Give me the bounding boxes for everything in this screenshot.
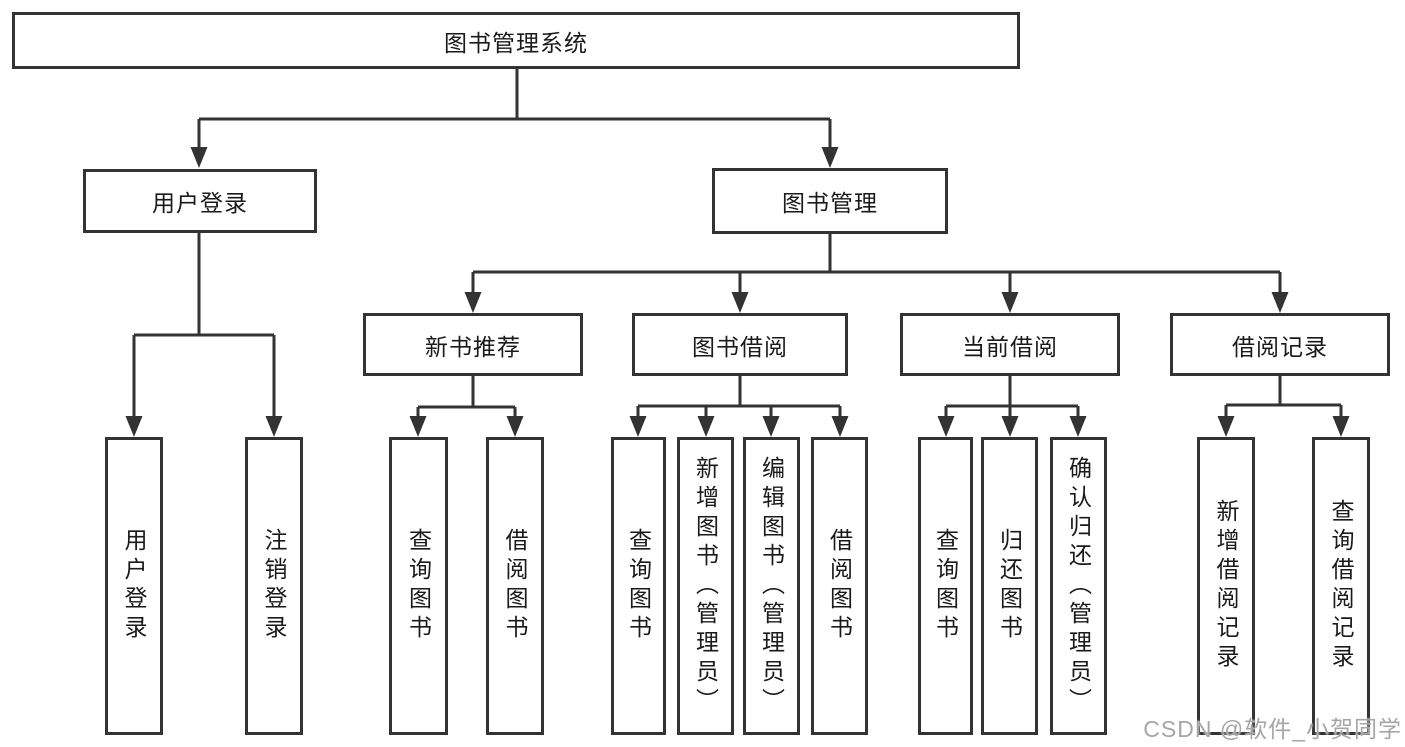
node-book-borrow: 图书借阅 xyxy=(632,313,848,376)
leaf-add-borrow-record: 新增借阅记录 xyxy=(1197,437,1255,735)
connector-userlogin-leaves xyxy=(132,233,276,424)
connector-records-leaves xyxy=(1224,376,1343,424)
arrowhead xyxy=(506,416,524,437)
arrowhead xyxy=(1069,416,1087,437)
node-user-login: 用户登录 xyxy=(83,169,317,233)
leaf-borrow-books-recommend: 借阅图书 xyxy=(486,437,544,735)
arrowhead xyxy=(464,292,482,313)
connector-newrec-leaves xyxy=(416,376,517,424)
leaf-add-books-admin: 新增图书（管理员） xyxy=(677,437,734,735)
leaf-logout: 注销登录 xyxy=(245,437,303,735)
csdn-watermark: CSDN @软件_小贺同学 xyxy=(1143,716,1402,742)
leaf-query-borrow-record: 查询借阅记录 xyxy=(1312,437,1370,735)
connector-root-level2 xyxy=(197,69,832,153)
node-current-borrow: 当前借阅 xyxy=(900,313,1120,376)
leaf-query-books-current: 查询图书 xyxy=(918,437,973,735)
leaf-query-books-recommend: 查询图书 xyxy=(389,437,448,735)
leaf-confirm-return-admin: 确认归还（管理员） xyxy=(1050,437,1107,735)
arrowhead xyxy=(731,292,749,313)
arrowhead xyxy=(629,416,647,437)
connector-bookmgmt-level3 xyxy=(471,234,1282,298)
arrowhead xyxy=(831,416,849,437)
leaf-user-login: 用户登录 xyxy=(105,437,163,735)
arrowhead xyxy=(821,147,839,168)
connector-bookborrow-leaves xyxy=(636,376,842,424)
arrowhead xyxy=(265,416,283,437)
leaf-borrow-books: 借阅图书 xyxy=(811,437,868,735)
arrowhead xyxy=(1271,292,1289,313)
connector-currentborrow-leaves xyxy=(944,376,1080,424)
arrowhead xyxy=(190,147,208,168)
arrowhead xyxy=(1001,292,1019,313)
leaf-edit-books-admin: 编辑图书（管理员） xyxy=(743,437,800,735)
leaf-return-books: 归还图书 xyxy=(981,437,1038,735)
arrowhead xyxy=(937,416,955,437)
arrowhead xyxy=(1217,416,1235,437)
node-new-book-recommend: 新书推荐 xyxy=(363,313,583,376)
arrowheads xyxy=(125,147,1350,437)
node-book-management: 图书管理 xyxy=(712,168,948,234)
arrowhead xyxy=(409,416,427,437)
leaf-query-books-borrow: 查询图书 xyxy=(611,437,666,735)
node-root-system: 图书管理系统 xyxy=(12,12,1020,69)
arrowhead xyxy=(125,416,143,437)
arrowhead xyxy=(1001,416,1019,437)
arrowhead xyxy=(762,416,780,437)
arrowhead xyxy=(1332,416,1350,437)
arrowhead xyxy=(697,416,715,437)
node-borrow-records: 借阅记录 xyxy=(1170,313,1390,376)
